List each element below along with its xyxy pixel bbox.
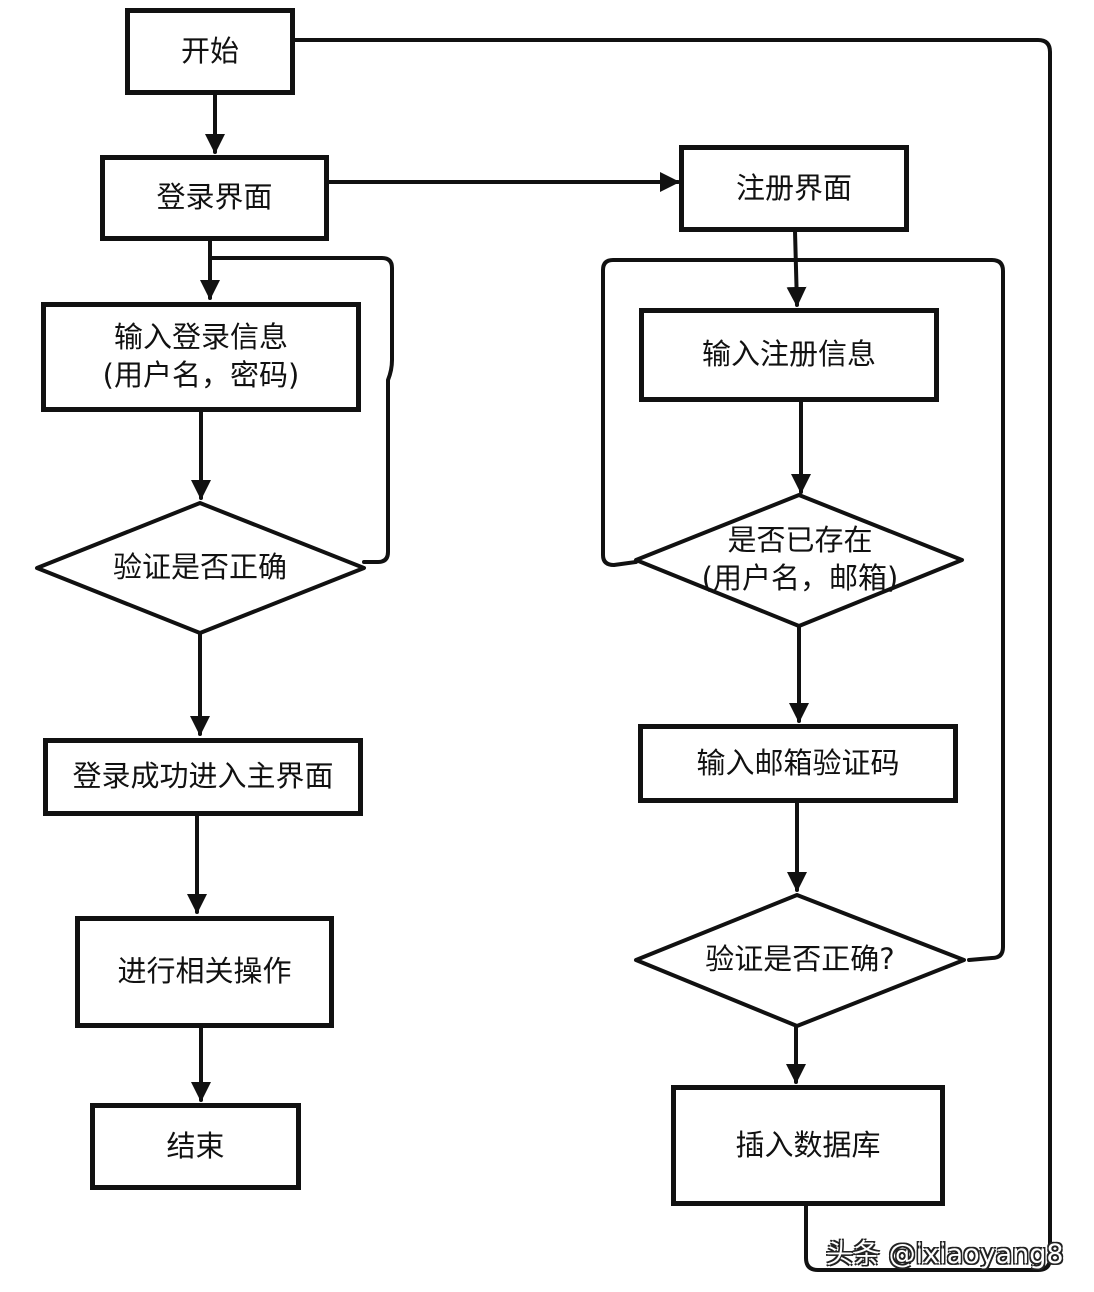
arrow-register-to-input [786,229,807,307]
insert-db-label: 插入数据库 [735,1127,881,1162]
end-label: 结束 [166,1128,225,1163]
login-page-node: 登录界面 [100,155,329,241]
return-insert-to-start [293,38,1052,1272]
operations-node: 进行相关操作 [75,916,334,1028]
login-success-node: 登录成功进入主界面 [43,738,363,816]
diamond-verify-login [35,501,366,635]
input-login-node: 输入登录信息 (用户名，密码) [41,302,361,412]
input-register-node: 输入注册信息 [639,308,939,402]
input-login-label-line2: (用户名，密码) [102,358,300,392]
end-node: 结束 [90,1103,301,1190]
start-label: 开始 [180,33,239,68]
register-page-label: 注册界面 [735,170,852,205]
start-node: 开始 [125,8,295,95]
input-register-label: 输入注册信息 [701,337,876,372]
loop-verify-code-back [795,258,1005,962]
operations-label: 进行相关操作 [117,954,292,989]
insert-db-node: 插入数据库 [671,1085,945,1206]
loop-verify-back-to-input [208,256,394,564]
input-login-label-line1: 输入登录信息 [113,320,288,355]
diamond-verify-code [634,893,966,1028]
email-code-label: 输入邮箱验证码 [696,745,900,780]
diamond-exists [634,493,964,628]
register-page-node: 注册界面 [679,145,909,232]
loop-exists-back-to-input [601,258,799,567]
email-code-node: 输入邮箱验证码 [638,724,958,803]
login-page-label: 登录界面 [156,180,273,215]
login-success-label: 登录成功进入主界面 [72,759,334,794]
watermark: 头条 @ixiaoyang8 [826,1239,1064,1270]
